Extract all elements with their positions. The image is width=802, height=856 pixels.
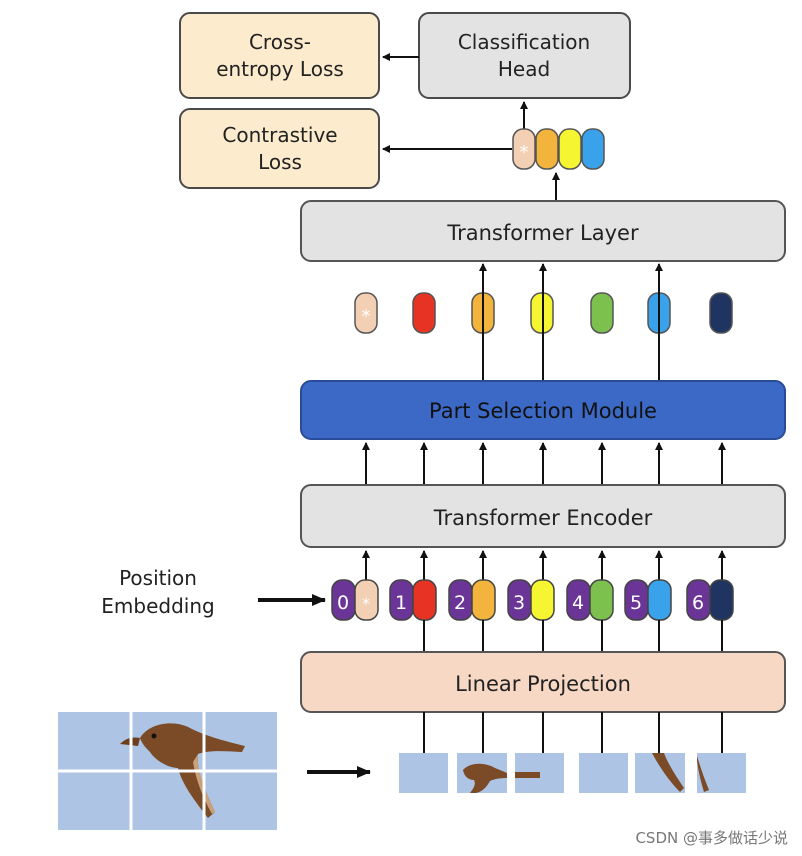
part-selection-label: Part Selection Module — [429, 399, 657, 423]
contrastive-label-1: Contrastive — [222, 123, 337, 147]
linear-projection-box: Linear Projection — [300, 651, 786, 713]
encoder-to-selection-arrows — [362, 442, 726, 485]
position-index-0: 0 — [337, 592, 349, 614]
transformer-encoder-box: Transformer Encoder — [300, 484, 786, 548]
output-token-group: * — [512, 128, 605, 170]
input-bird-image — [58, 712, 277, 830]
watermark: CSDN @事多做话少说 — [635, 829, 788, 847]
patch-1 — [399, 753, 448, 793]
position-index-2: 2 — [454, 592, 466, 614]
position-index-3: 3 — [513, 592, 525, 614]
transformer-layer-label: Transformer Layer — [446, 221, 639, 245]
position-index-5: 5 — [630, 592, 642, 614]
transformer-encoder-label: Transformer Encoder — [433, 506, 653, 530]
projection-to-token-lines — [423, 620, 723, 652]
patch-2 — [457, 753, 507, 793]
embedded-token-4: 4 — [566, 579, 614, 621]
cross-entropy-label-1: Cross- — [249, 30, 311, 54]
embedded-token-0: 0 * — [331, 579, 379, 621]
position-embedding-line1: Position — [119, 566, 197, 590]
embedded-token-6: 6 — [686, 579, 734, 621]
linear-projection-label: Linear Projection — [455, 672, 631, 696]
position-embedding-line2: Embedding — [101, 594, 214, 618]
embedded-token-1: 1 — [389, 579, 437, 621]
embedded-cls-star: * — [362, 594, 370, 613]
embedded-token-5: 5 — [624, 579, 672, 621]
token-cls — [354, 292, 378, 334]
output-star: * — [520, 142, 529, 163]
token-6 — [709, 292, 733, 334]
tokens-to-encoder-arrows — [362, 550, 726, 580]
classification-head-box: Classification Head — [418, 12, 631, 99]
cross-entropy-label-2: entropy Loss — [216, 57, 344, 81]
classification-label-1: Classification — [458, 30, 590, 54]
selected-token-row: * — [354, 292, 733, 334]
cross-entropy-loss-box: Cross- entropy Loss — [179, 12, 380, 99]
transformer-layer-box: Transformer Layer — [300, 200, 786, 262]
position-embedding-label: Position Embedding — [101, 566, 214, 618]
position-index-4: 4 — [572, 592, 584, 614]
classification-label-2: Head — [498, 57, 550, 81]
position-index-6: 6 — [692, 592, 704, 614]
patch-5 — [635, 753, 685, 793]
patch-3 — [515, 753, 564, 793]
contrastive-label-2: Loss — [258, 150, 302, 174]
token-1 — [412, 292, 436, 334]
position-index-1: 1 — [395, 592, 407, 614]
token-4 — [590, 292, 614, 334]
selection-to-layer-arrows — [479, 263, 663, 381]
embedded-token-2: 2 — [448, 579, 496, 621]
part-selection-box: Part Selection Module — [300, 380, 786, 440]
patches-to-projection-lines — [423, 712, 723, 753]
patch-sequence — [399, 753, 746, 793]
embedded-token-row: 0 * 1 2 3 4 5 — [331, 579, 734, 621]
token-cls-star: * — [362, 306, 371, 327]
contrastive-loss-box: Contrastive Loss — [179, 108, 380, 189]
patch-6 — [697, 753, 746, 793]
embedded-token-3: 3 — [507, 579, 555, 621]
patch-4 — [579, 753, 628, 793]
